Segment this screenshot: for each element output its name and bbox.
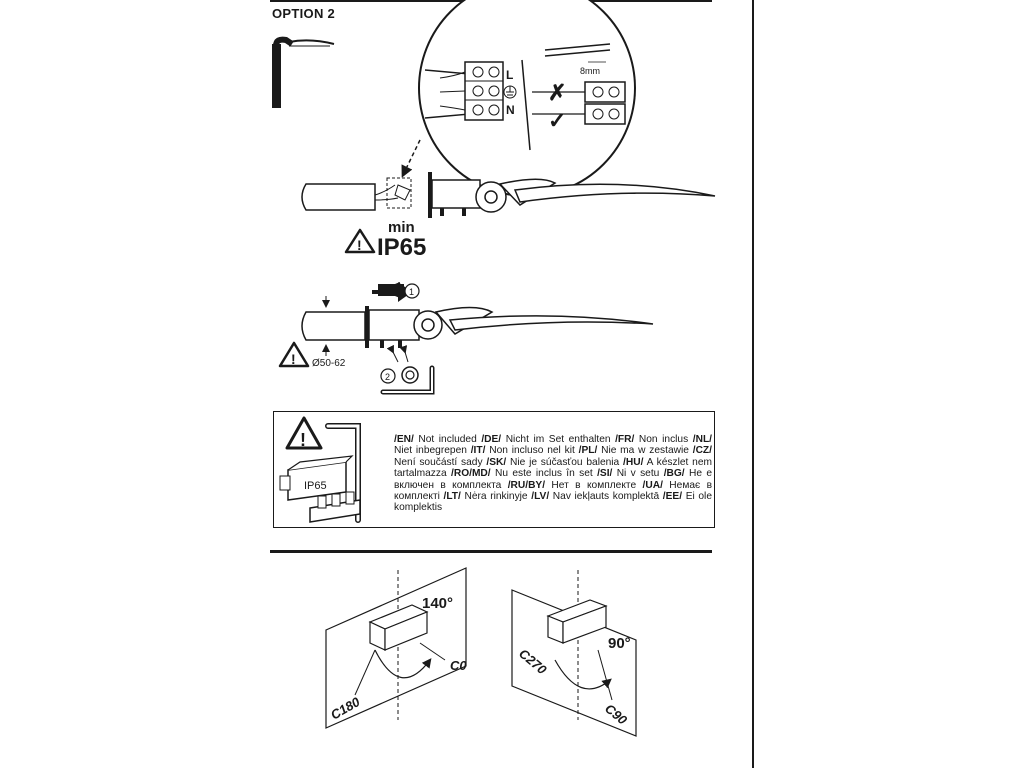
lang-text: Nav iekļauts komplektā <box>549 491 663 503</box>
lang-text: A készlet nem tartalmazza <box>394 456 712 480</box>
lang-text: Non inclus <box>634 434 693 445</box>
terminal-label-n: N <box>506 103 515 117</box>
diameter-label: Ø50-62 <box>312 358 346 369</box>
terminal-block-icon <box>309 491 361 523</box>
lang-code: /PL/ <box>578 445 598 457</box>
svg-text:!: ! <box>357 237 362 253</box>
min-label: min <box>388 219 415 236</box>
not-included-box <box>273 411 715 528</box>
angle-90-label: 90° <box>608 635 631 652</box>
ip65-label: IP65 <box>377 234 426 261</box>
lang-text: Nėra rinkinyje <box>460 491 532 503</box>
lang-text: Не е включен в комплекта <box>394 468 713 491</box>
right-margin-rule <box>752 0 754 768</box>
lang-text: Není součástí sady <box>394 456 487 468</box>
lang-text: Niet inbegrepen <box>394 445 471 457</box>
lang-text: Non incluso nel kit <box>485 445 579 457</box>
ground-icon <box>503 85 517 99</box>
lang-code: /RU/BY/ <box>507 479 546 491</box>
lang-code: /EN/ <box>394 434 414 445</box>
lang-text: Nie je súčasťou balenia <box>506 456 624 468</box>
terminal-label-l: L <box>506 68 513 82</box>
lang-code: /HU/ <box>623 456 644 468</box>
lang-text: Ni v setu <box>612 468 664 480</box>
angle-140-label: 140° <box>422 595 453 612</box>
lang-code: /UA/ <box>642 479 663 491</box>
lang-text: Nu este inclus în set <box>490 468 598 480</box>
lang-code: /CZ/ <box>692 445 712 457</box>
section-divider <box>270 550 712 553</box>
lang-code: /EE/ <box>662 491 683 503</box>
lang-text: Not included <box>413 434 482 445</box>
lang-text: Nicht im Set enthalten <box>501 434 616 445</box>
not-included-text: /EN/ Not included /DE/ Nicht im Set enth… <box>394 434 712 514</box>
lang-text: Nie ma w zestawie <box>597 445 693 457</box>
lang-code: /DE/ <box>481 434 502 445</box>
lang-code: /SK/ <box>486 456 507 468</box>
lang-text: Нет в комплекте <box>545 479 643 491</box>
page-title: OPTION 2 <box>272 6 336 21</box>
correct-mark-icon: ✓ <box>548 108 566 133</box>
luminaire-with-cable <box>301 172 716 218</box>
angle-diagram-left: 140° C0 C180 <box>325 567 467 729</box>
svg-text:!: ! <box>300 430 306 450</box>
lang-code: /FR/ <box>615 434 635 445</box>
strip-length-label: 8mm <box>580 66 600 76</box>
junction-box-icon: IP65 <box>279 455 354 501</box>
lang-text: Ei ole komplektis <box>394 491 712 514</box>
ip65-warning: ! min IP65 <box>344 219 426 261</box>
lang-code: /LV/ <box>531 491 550 503</box>
angle-diagram-right: 90° C270 C90 <box>511 570 637 737</box>
lang-code: /SI/ <box>597 468 613 480</box>
box-ip65-label: IP65 <box>304 480 327 492</box>
lang-code: /LT/ <box>443 491 461 503</box>
not-included-icons: ! IP65 <box>279 416 361 523</box>
lang-code: /BG/ <box>663 468 685 480</box>
lang-code: /IT/ <box>470 445 486 457</box>
pole-icon <box>272 36 335 108</box>
luminaire-mounting: 1 ! Ø50-62 2 <box>278 282 654 395</box>
svg-text:!: ! <box>291 351 296 367</box>
lang-text: Немає в комплекті <box>394 479 712 503</box>
step-1-label: 1 <box>409 287 414 297</box>
step-2-label: 2 <box>385 372 390 382</box>
lang-code: /RO/MD/ <box>451 468 491 480</box>
lang-code: /NL/ <box>692 434 712 445</box>
wrong-mark-icon: ✗ <box>548 80 566 105</box>
wiring-detail-circle: L N 8mm ✗ ✓ <box>418 0 636 197</box>
c0-label: C0 <box>450 658 467 673</box>
